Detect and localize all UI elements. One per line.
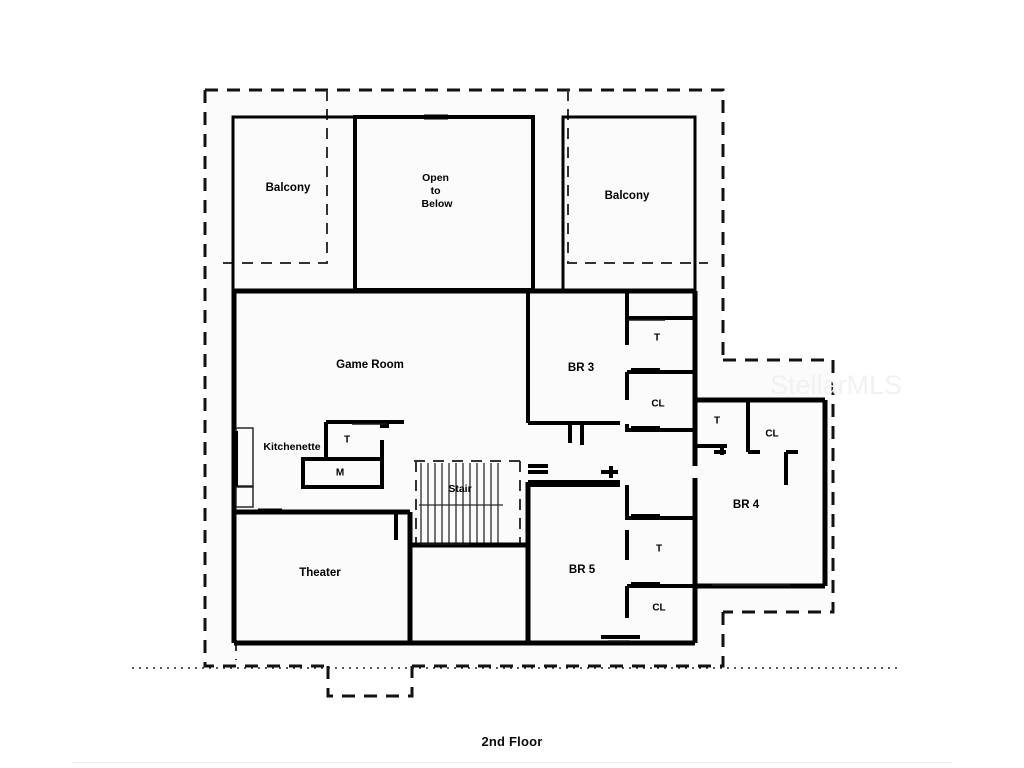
room-bedroom-3 bbox=[526, 291, 695, 445]
door-swings bbox=[528, 464, 618, 478]
bottom-divider bbox=[72, 762, 952, 763]
floor-plan-caption: 2nd Floor bbox=[481, 734, 543, 749]
label-game-room: Game Room bbox=[336, 359, 404, 371]
label-toilet-br4: T bbox=[714, 416, 720, 427]
label-balcony-left: Balcony bbox=[266, 182, 311, 194]
label-bedroom-3: BR 3 bbox=[568, 362, 594, 374]
room-bedroom-5 bbox=[525, 478, 698, 643]
label-theater: Theater bbox=[299, 567, 341, 579]
mls-watermark: StellarMLS bbox=[770, 370, 903, 400]
label-closet-br5: CL bbox=[652, 603, 665, 614]
fixture-labels: T M T CL T CL T CL bbox=[336, 333, 779, 614]
label-open-to-below: Open to Below bbox=[422, 172, 454, 210]
room-stair bbox=[394, 460, 528, 548]
label-toilet-br5: T bbox=[656, 544, 662, 555]
label-closet-br3: CL bbox=[651, 399, 664, 410]
label-toilet-br3: T bbox=[654, 333, 660, 344]
label-microwave-kitchen: M bbox=[336, 468, 344, 479]
label-closet-br4: CL bbox=[765, 429, 778, 440]
label-bedroom-4: BR 4 bbox=[733, 499, 760, 511]
room-bedroom-4 bbox=[692, 397, 828, 589]
label-bedroom-5: BR 5 bbox=[569, 564, 596, 576]
building-footprint-outline bbox=[203, 88, 835, 698]
room-labels: Balcony Open to Below Balcony Game Room … bbox=[263, 172, 759, 579]
label-toilet-game-room: T bbox=[344, 435, 350, 446]
label-stair: Stair bbox=[448, 483, 471, 495]
label-balcony-right: Balcony bbox=[605, 190, 650, 202]
label-kitchenette: Kitchenette bbox=[263, 441, 320, 453]
